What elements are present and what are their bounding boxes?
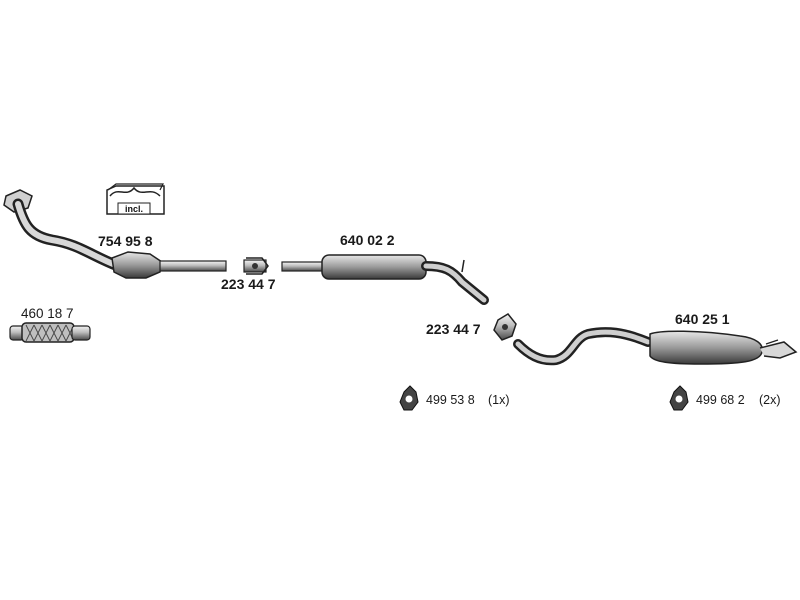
center-silencer-body [321,254,427,280]
rear-silencer [513,327,798,366]
kit-contents-icon [109,186,161,197]
part-number-center-silencer: 640 02 2 [340,232,395,248]
quantity-hanger-1: (1x) [488,393,510,407]
part-number-hanger-2: 499 68 2 [696,393,745,407]
catalyst-body [111,251,163,279]
clamp-2 [493,313,517,341]
part-number-clamp-2: 223 44 7 [426,321,481,337]
center-silencer-inlet [281,261,325,272]
kit-box-label: incl. [125,204,143,214]
part-number-front-pipe-catalyst: 754 95 8 [98,233,153,249]
hanger-2 [669,385,689,411]
part-number-flex-pipe: 460 18 7 [21,306,74,321]
flex-pipe [9,322,91,343]
part-number-clamp-1: 223 44 7 [221,276,276,292]
front-pipe-catalyst [3,189,227,279]
center-silencer [281,254,489,305]
clamp-1 [243,257,269,275]
rear-silencer-tailpipe [759,341,798,359]
front-pipe-outlet [159,260,227,272]
quantity-hanger-2: (2x) [759,393,781,407]
mounting-kit-box: incl. [106,183,165,215]
part-number-rear-silencer: 640 25 1 [675,311,730,327]
part-number-hanger-1: 499 53 8 [426,393,475,407]
hanger-1 [399,385,419,411]
rear-silencer-body [649,330,764,365]
